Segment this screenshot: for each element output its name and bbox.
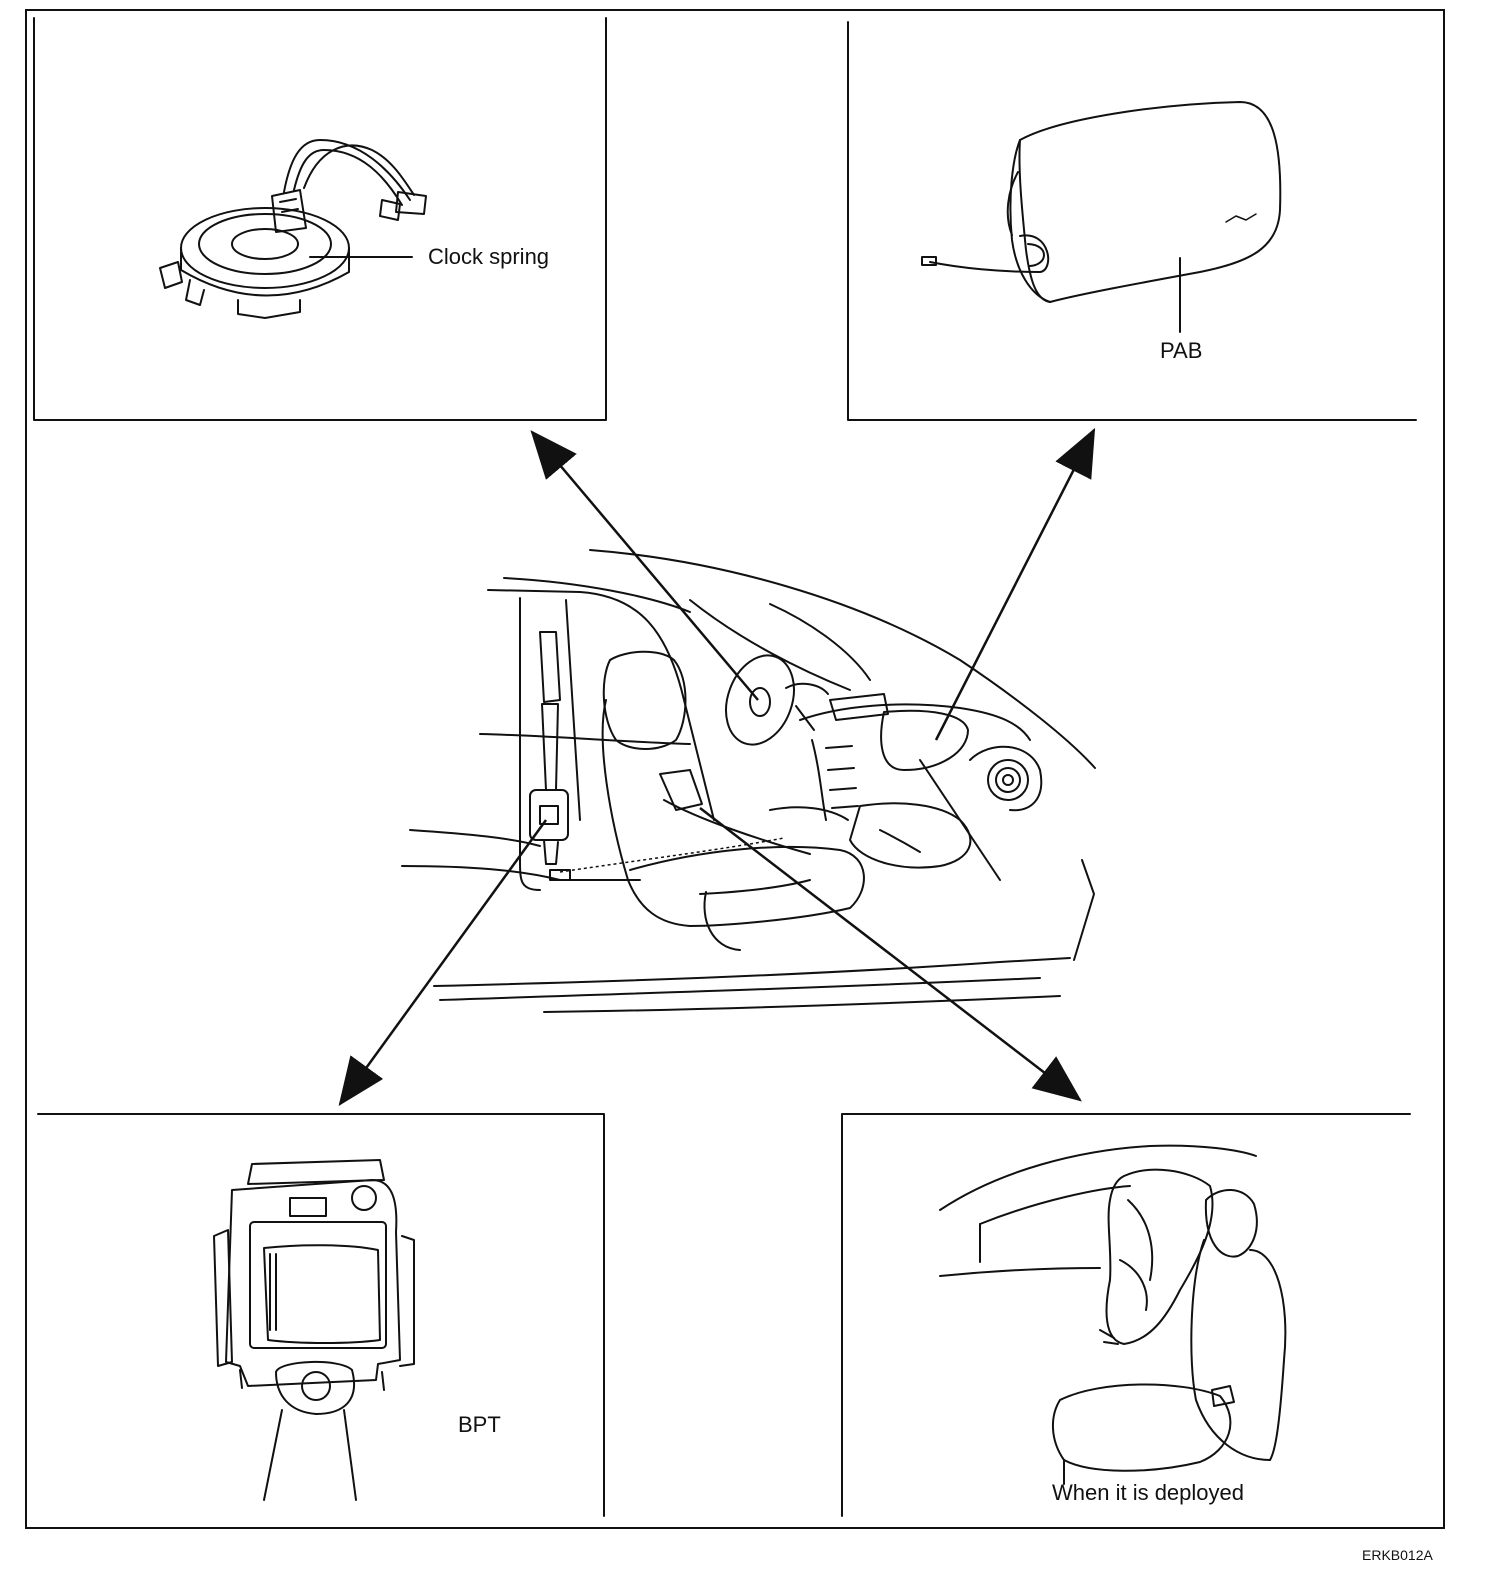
bpt-label: BPT — [458, 1412, 501, 1437]
car-interior-illustration — [401, 549, 1096, 1013]
pab-panel: PAB — [847, 21, 1417, 421]
bpt-pretensioner-illustration — [213, 1159, 415, 1501]
deployed-airbag-illustration — [939, 1144, 1287, 1485]
clock-spring-label: Clock spring — [428, 244, 549, 269]
deployed-panel: When it is deployed — [841, 1113, 1411, 1517]
outer-frame — [25, 9, 1445, 1529]
pab-label: PAB — [1160, 338, 1202, 363]
arrow-to-deployed — [699, 807, 1082, 1102]
arrow-to-clock-spring — [530, 430, 759, 701]
arrow-to-pab — [934, 427, 1096, 741]
clock-spring-illustration — [159, 139, 427, 319]
deployed-label: When it is deployed — [1052, 1480, 1244, 1505]
pab-module-illustration — [921, 101, 1282, 333]
bpt-panel: BPT — [37, 1113, 605, 1517]
pointer-arrows — [338, 427, 1096, 1106]
clock-spring-panel: Clock spring — [33, 17, 607, 421]
arrow-to-bpt — [338, 819, 548, 1106]
figure-code: ERKB012A — [1362, 1547, 1433, 1563]
